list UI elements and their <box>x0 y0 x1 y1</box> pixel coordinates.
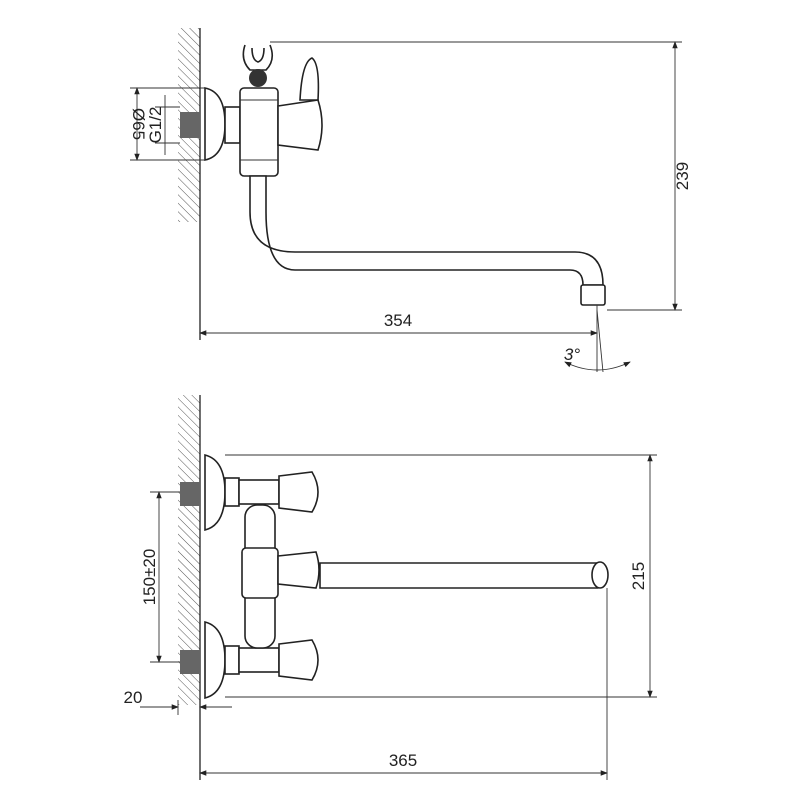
flange <box>204 87 226 161</box>
lower-handle <box>278 639 319 681</box>
flange-diameter: Ø65 <box>129 108 148 140</box>
width-dimension: 215 <box>629 562 648 590</box>
center-distance: 150±20 <box>140 549 159 606</box>
thread-size: G1/2 <box>146 107 165 144</box>
shower-clip <box>242 44 274 71</box>
wall-hatch <box>178 395 200 705</box>
wall-thread <box>180 112 200 138</box>
lower-flange <box>204 620 226 700</box>
angle-label: 3° <box>564 345 580 364</box>
spout <box>249 175 604 286</box>
upper-handle <box>278 471 319 513</box>
reach-dimension: 354 <box>384 311 412 330</box>
side-view: 239 354 3° Ø65 G1/2 <box>129 28 692 373</box>
hex-nut <box>224 106 241 144</box>
wall-offset: 20 <box>124 688 143 707</box>
wall-thread-bottom <box>180 650 200 674</box>
diverter-handle <box>277 551 320 589</box>
clip-knob <box>249 69 267 87</box>
wall-thread-top <box>180 482 200 506</box>
top-view: 215 150±20 20 365 <box>124 395 657 780</box>
lever-handle <box>299 57 320 101</box>
reach-dimension: 365 <box>389 751 417 770</box>
upper-flange <box>204 453 226 532</box>
handle-body <box>277 99 323 151</box>
mixer-body <box>239 87 279 177</box>
height-dimension: 239 <box>673 162 692 190</box>
aerator <box>580 284 606 306</box>
